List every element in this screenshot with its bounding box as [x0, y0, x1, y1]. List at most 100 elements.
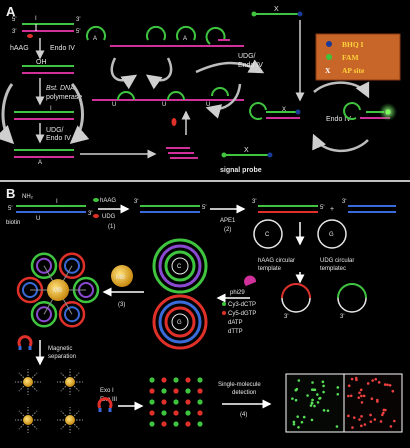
green-spot	[335, 425, 339, 428]
phi29-label: phi29	[230, 290, 245, 296]
bead-tether	[18, 372, 29, 383]
reagent-cy3: Cy3-dCTP	[228, 302, 256, 308]
green-spot	[300, 420, 304, 424]
strand-3prime-label: 3'	[76, 17, 80, 23]
magnetic-line2: separation	[48, 354, 76, 360]
detect-line2: detection	[232, 390, 256, 396]
bead-tether	[69, 419, 80, 430]
green-spot	[310, 401, 314, 405]
bead-cluster: MB	[16, 252, 100, 328]
p-3prime: 3'	[252, 199, 256, 205]
rca-spiral-inner	[64, 257, 80, 274]
red-spot	[388, 383, 392, 387]
red-spot	[369, 420, 373, 423]
product-dot	[185, 399, 191, 405]
red-spot	[347, 384, 351, 388]
haag-label: hAAG	[10, 45, 29, 52]
bead-tether	[69, 410, 80, 421]
red-spot	[359, 388, 363, 392]
bead-tether	[27, 381, 38, 392]
red-spot	[349, 394, 353, 398]
magnetic-bead	[23, 415, 33, 425]
rca-3prime-1: 3'	[284, 314, 288, 320]
green-spot	[297, 379, 301, 382]
nh2-label: NH₂	[22, 194, 34, 200]
template-c-1: C	[265, 232, 270, 238]
red-spot	[389, 425, 393, 428]
probe-x-label: X	[244, 147, 249, 154]
red-spot	[363, 423, 367, 426]
p2-3prime: 3'	[342, 199, 346, 205]
panel-a-start-duplex: 5' 3' I 3' 5'	[12, 16, 80, 38]
rca-spiral-inner	[36, 306, 52, 323]
red-spot	[393, 419, 396, 423]
d2-3prime: 3'	[134, 199, 138, 205]
product-dot	[197, 377, 203, 383]
bead-tether	[60, 419, 71, 430]
u-label-2: U	[162, 102, 166, 108]
p-5prime: 5'	[320, 205, 324, 211]
rca-3prime-2: 3'	[340, 314, 344, 320]
product-dot	[161, 388, 167, 394]
legend: BHQ I FAM X AP site	[315, 33, 401, 81]
red-spot	[371, 379, 375, 382]
product-dot	[185, 388, 191, 394]
phi29-reagents: phi29 Cy3-dCTP Cy5-dGTP dATP dTTP	[216, 275, 256, 335]
step4-label: (4)	[240, 412, 247, 418]
product-dot	[173, 399, 179, 405]
rca-spiral	[58, 252, 86, 280]
oh-label: OH	[36, 59, 47, 66]
panel-b-duplex-2: 3' 5'	[134, 199, 206, 213]
lesion-i-label: I	[35, 16, 37, 22]
panel-a-u-strand: U U U	[92, 87, 244, 135]
product-dot	[197, 410, 203, 416]
product-dot	[161, 410, 167, 416]
red-spot	[369, 413, 372, 417]
endo4-cycle-label: Endo IV	[326, 116, 351, 123]
b-udg-label: UDG	[102, 214, 116, 220]
haag-template-2: template	[258, 266, 282, 272]
rca-spiral-inner	[64, 306, 80, 323]
panel-a-circles-top: A A	[86, 25, 244, 90]
red-spot	[360, 424, 363, 428]
red-spot	[358, 391, 361, 395]
green-spot	[326, 409, 330, 412]
green-spot	[297, 425, 300, 429]
red-spot	[350, 377, 354, 381]
u-label-1: U	[112, 102, 116, 108]
mb-label: MB	[116, 275, 125, 281]
polymerase-line1: Bst. DNA	[46, 85, 75, 92]
reagent-datp: dATP	[228, 320, 243, 326]
product-dot	[149, 421, 155, 427]
reagent-dttp: dTTP	[228, 329, 243, 335]
bead-tether	[60, 372, 71, 383]
red-spot	[360, 415, 363, 418]
rca-spiral-inner	[36, 257, 52, 274]
udg-endo4-left-2: Endo IV	[46, 135, 71, 142]
ape1-label: APE1	[220, 218, 236, 224]
product-dot	[185, 410, 191, 416]
product-dot	[197, 388, 203, 394]
product-dot	[185, 421, 191, 427]
reagent-cy5: Cy5-dGTP	[228, 311, 256, 317]
legend-fam: FAM	[342, 53, 359, 62]
product-dot	[197, 399, 203, 405]
green-spot	[302, 415, 306, 419]
rca-products: C G	[152, 238, 208, 350]
green-spot	[322, 390, 325, 394]
strand-5prime-label: 5'	[12, 17, 16, 23]
b-3prime-label: 3'	[88, 211, 92, 217]
panel-b-products: 3' 5' + 3'	[252, 199, 396, 213]
ring-g-1: G	[177, 320, 182, 326]
green-spot	[311, 398, 314, 402]
product-dot	[173, 388, 179, 394]
svg-text:+: +	[330, 206, 334, 213]
green-spot	[294, 398, 298, 402]
signal-probe: X signal probe	[220, 147, 273, 174]
exo-step: Exo I Exo III	[97, 388, 144, 412]
product-dot	[149, 399, 155, 405]
top-probe: X	[251, 6, 305, 102]
red-spot	[347, 394, 350, 398]
